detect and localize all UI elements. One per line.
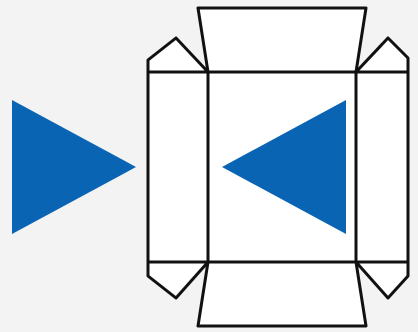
box-left-flap <box>148 72 208 262</box>
box-right-flap <box>356 72 408 262</box>
box-bottom-flap <box>198 262 366 326</box>
box-top-flap <box>198 8 366 72</box>
